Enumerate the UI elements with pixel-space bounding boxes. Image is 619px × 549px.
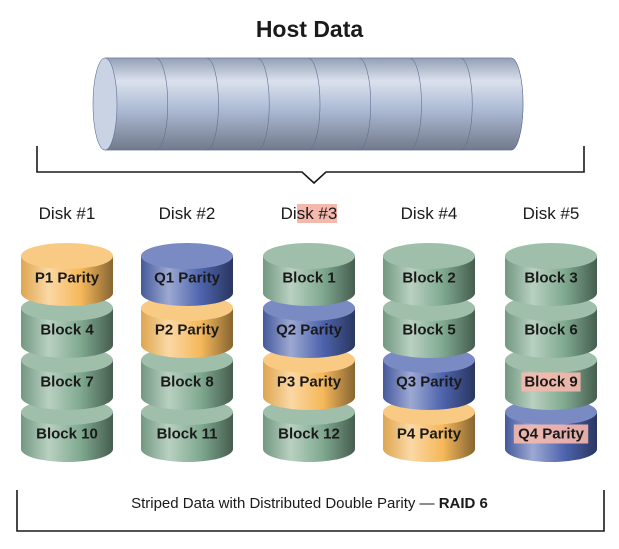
- disk-block: Block 1: [263, 243, 355, 306]
- block-label: Block 10: [36, 426, 98, 443]
- caption-text: Striped Data with Distributed Double Par…: [131, 495, 439, 512]
- block-label: Block 1: [282, 270, 335, 287]
- disk-label: Disk #4: [374, 204, 484, 224]
- disk-stack: P4 Parity Q3 Parity Block 5 Block 2: [383, 243, 475, 462]
- block-label: Block 8: [160, 374, 213, 391]
- disk-label-highlight: sk #3: [296, 204, 338, 223]
- disk-label-text: Disk #4: [400, 204, 458, 223]
- caption: Striped Data with Distributed Double Par…: [0, 495, 619, 512]
- disk-stack: Block 11 Block 8 P2 Parity Q1 Parity: [141, 243, 233, 462]
- block-label: P3 Parity: [277, 374, 342, 391]
- disk-stack: Q4 Parity Block 9 Block 6 Block 3: [505, 243, 597, 462]
- block-label: Q2 Parity: [276, 322, 343, 339]
- disk-block: Block 3: [505, 243, 597, 306]
- disk-block: P4 Parity: [383, 399, 475, 462]
- disk-label-text: Di: [280, 204, 297, 223]
- block-label: Block 9: [524, 374, 577, 391]
- disk-block: Q4 Parity: [505, 399, 597, 462]
- block-label: Q1 Parity: [154, 270, 221, 287]
- disk-label-text: Disk #5: [522, 204, 580, 223]
- block-label: Block 11: [157, 426, 218, 443]
- host-data-cylinder: [92, 57, 524, 151]
- diagram-title: Host Data: [255, 16, 364, 42]
- disk-stack: Block 12 P3 Parity Q2 Parity Block 1: [263, 243, 355, 462]
- block-label: P4 Parity: [397, 426, 462, 443]
- block-label: Block 6: [524, 322, 577, 339]
- disk-stack: Block 10 Block 7 Block 4 P1 Parity: [21, 243, 113, 462]
- block-label: P1 Parity: [35, 270, 100, 287]
- block-label: Block 7: [40, 374, 93, 391]
- block-label: Block 5: [402, 322, 455, 339]
- disk-label: Disk #1: [12, 204, 122, 224]
- block-label: Block 2: [402, 270, 455, 287]
- disk-label: Disk #2: [132, 204, 242, 224]
- disk-label: Disk #5: [496, 204, 606, 224]
- block-label: Block 3: [524, 270, 577, 287]
- block-label: Q4 Parity: [518, 426, 585, 443]
- disk-block: Block 2: [383, 243, 475, 306]
- caption-raid-level: RAID 6: [438, 495, 488, 512]
- disk-label-text: Disk #1: [38, 204, 96, 223]
- block-label: Q3 Parity: [396, 374, 463, 391]
- disk-block: Q1 Parity: [141, 243, 233, 306]
- block-label: Block 12: [278, 426, 340, 443]
- block-label: Block 4: [40, 322, 94, 339]
- disk-block: P1 Parity: [21, 243, 113, 306]
- block-label: P2 Parity: [155, 322, 220, 339]
- disk-block: Q3 Parity: [383, 347, 475, 410]
- disk-label: Disk #3: [254, 204, 364, 224]
- disk-label-text: Disk #2: [158, 204, 216, 223]
